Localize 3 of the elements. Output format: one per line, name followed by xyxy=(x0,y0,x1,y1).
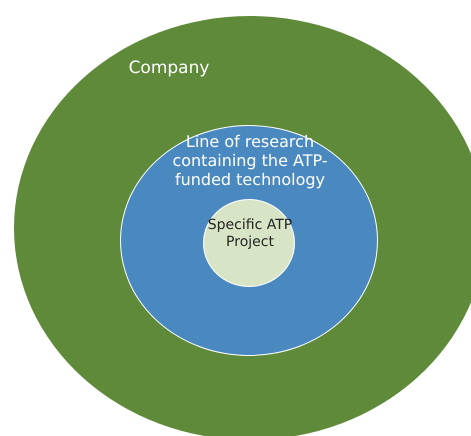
circle-label: Specific ATP Project xyxy=(206,217,294,251)
circle-label: Company xyxy=(128,58,210,78)
circle-label: Line of research containing the ATP-funded technology xyxy=(171,132,329,190)
